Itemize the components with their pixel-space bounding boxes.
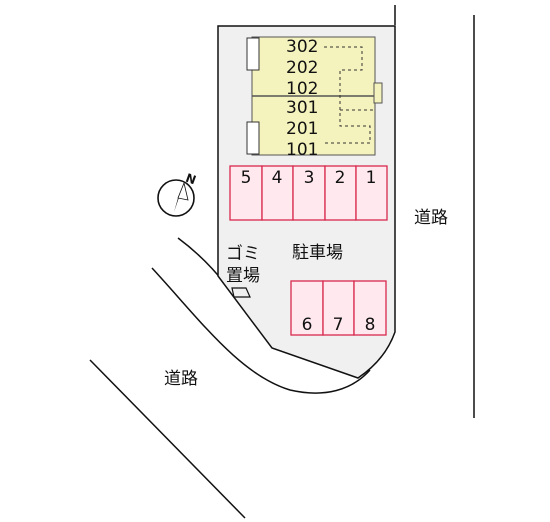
north-label: N [184, 171, 198, 188]
road-right-label: 道路 [414, 208, 448, 228]
parking-row-top [229, 165, 388, 221]
road-bottom-label: 道路 [164, 369, 198, 389]
unit-102: 102 [286, 79, 318, 99]
parking-space-5: 5 [241, 168, 252, 188]
parking-space-6: 6 [302, 315, 313, 335]
unit-302: 302 [286, 37, 318, 57]
parking-space-8: 8 [365, 315, 376, 335]
unit-301: 301 [286, 98, 318, 118]
parking-space-1: 1 [366, 168, 377, 188]
unit-201: 201 [286, 119, 318, 139]
unit-101: 101 [286, 140, 318, 160]
apartment-building [246, 36, 383, 156]
parking-label: 駐車場 [292, 243, 343, 263]
parking-row-bottom [290, 280, 387, 336]
garbage-label-line1: ゴミ [226, 243, 260, 264]
garbage-label-line2: 置場 [226, 266, 260, 286]
unit-202: 202 [286, 58, 318, 78]
parking-space-2: 2 [335, 168, 346, 188]
road-edge-curve-lower [151, 267, 371, 394]
parking-space-4: 4 [272, 168, 283, 188]
north-compass-icon [157, 179, 195, 217]
road-edge-diagonal [89, 359, 246, 519]
parking-space-7: 7 [333, 315, 344, 335]
parking-space-3: 3 [304, 168, 315, 188]
garbage-bin-icon [231, 287, 251, 298]
